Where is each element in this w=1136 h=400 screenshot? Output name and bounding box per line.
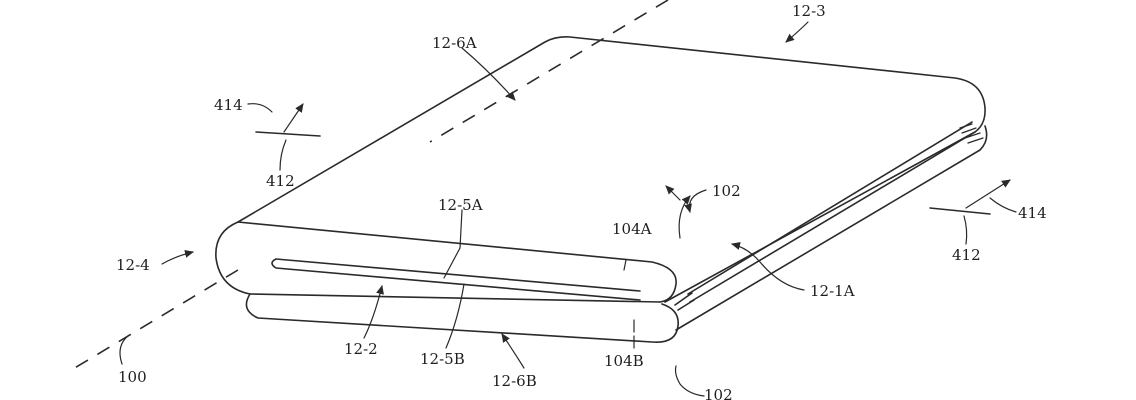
leader-102-top <box>684 189 707 213</box>
cut-line-left <box>255 131 321 137</box>
fold-axis-line-upper <box>429 0 669 143</box>
bottom-panel-front <box>245 293 679 343</box>
label-412-left: 412 <box>266 172 295 190</box>
leader-412-right <box>963 215 968 245</box>
right-hinge-hatch <box>959 123 984 144</box>
arrow-102-top-stem <box>678 195 691 239</box>
label-12-5B: 12-5B <box>420 350 465 368</box>
bottom-panel-right <box>675 125 988 331</box>
arrow-12-6A-lower <box>665 185 681 201</box>
leader-102-bottom <box>674 365 705 397</box>
leader-12-5B <box>445 283 465 349</box>
leader-12-3 <box>785 21 809 43</box>
leader-414-left <box>247 103 273 113</box>
leader-414-right <box>989 197 1017 213</box>
label-12-6A: 12-6A <box>432 34 477 52</box>
cut-arrow-left <box>283 103 304 133</box>
cut-line-right <box>929 207 991 215</box>
label-12-2: 12-2 <box>344 340 378 358</box>
top-fold-hinge <box>215 221 661 303</box>
right-hinge-edge <box>687 121 976 303</box>
leader-12-2 <box>363 285 384 339</box>
label-12-1A: 12-1A <box>810 282 855 300</box>
label-12-3: 12-3 <box>792 2 826 20</box>
label-mark-12-5A <box>443 247 461 279</box>
top-front-edge <box>237 221 677 303</box>
label-100: 100 <box>118 368 147 386</box>
leader-12-1A <box>731 242 805 291</box>
label-104B: 104B <box>604 352 644 370</box>
label-414-right: 414 <box>1018 204 1047 222</box>
leader-12-5A <box>459 209 463 249</box>
cut-arrow-right <box>965 179 1011 209</box>
center-seam <box>271 258 641 301</box>
leader-12-6B <box>501 333 525 369</box>
leader-12-6A <box>461 47 516 101</box>
label-414-left: 414 <box>214 96 243 114</box>
label-12-6B: 12-6B <box>492 372 537 390</box>
label-102-top: 102 <box>712 182 741 200</box>
label-104A: 104A <box>612 220 652 238</box>
leader-100 <box>119 335 129 365</box>
label-412-right: 412 <box>952 246 981 264</box>
leader-12-4 <box>161 249 194 265</box>
top-panel-outline <box>237 36 986 303</box>
label-102-bottom: 102 <box>704 386 733 400</box>
label-12-4: 12-4 <box>116 256 150 274</box>
leader-412-left <box>279 139 287 171</box>
label-mark-104A <box>623 259 627 271</box>
label-12-5A: 12-5A <box>438 196 483 214</box>
fold-axis-line-lower <box>67 269 239 373</box>
